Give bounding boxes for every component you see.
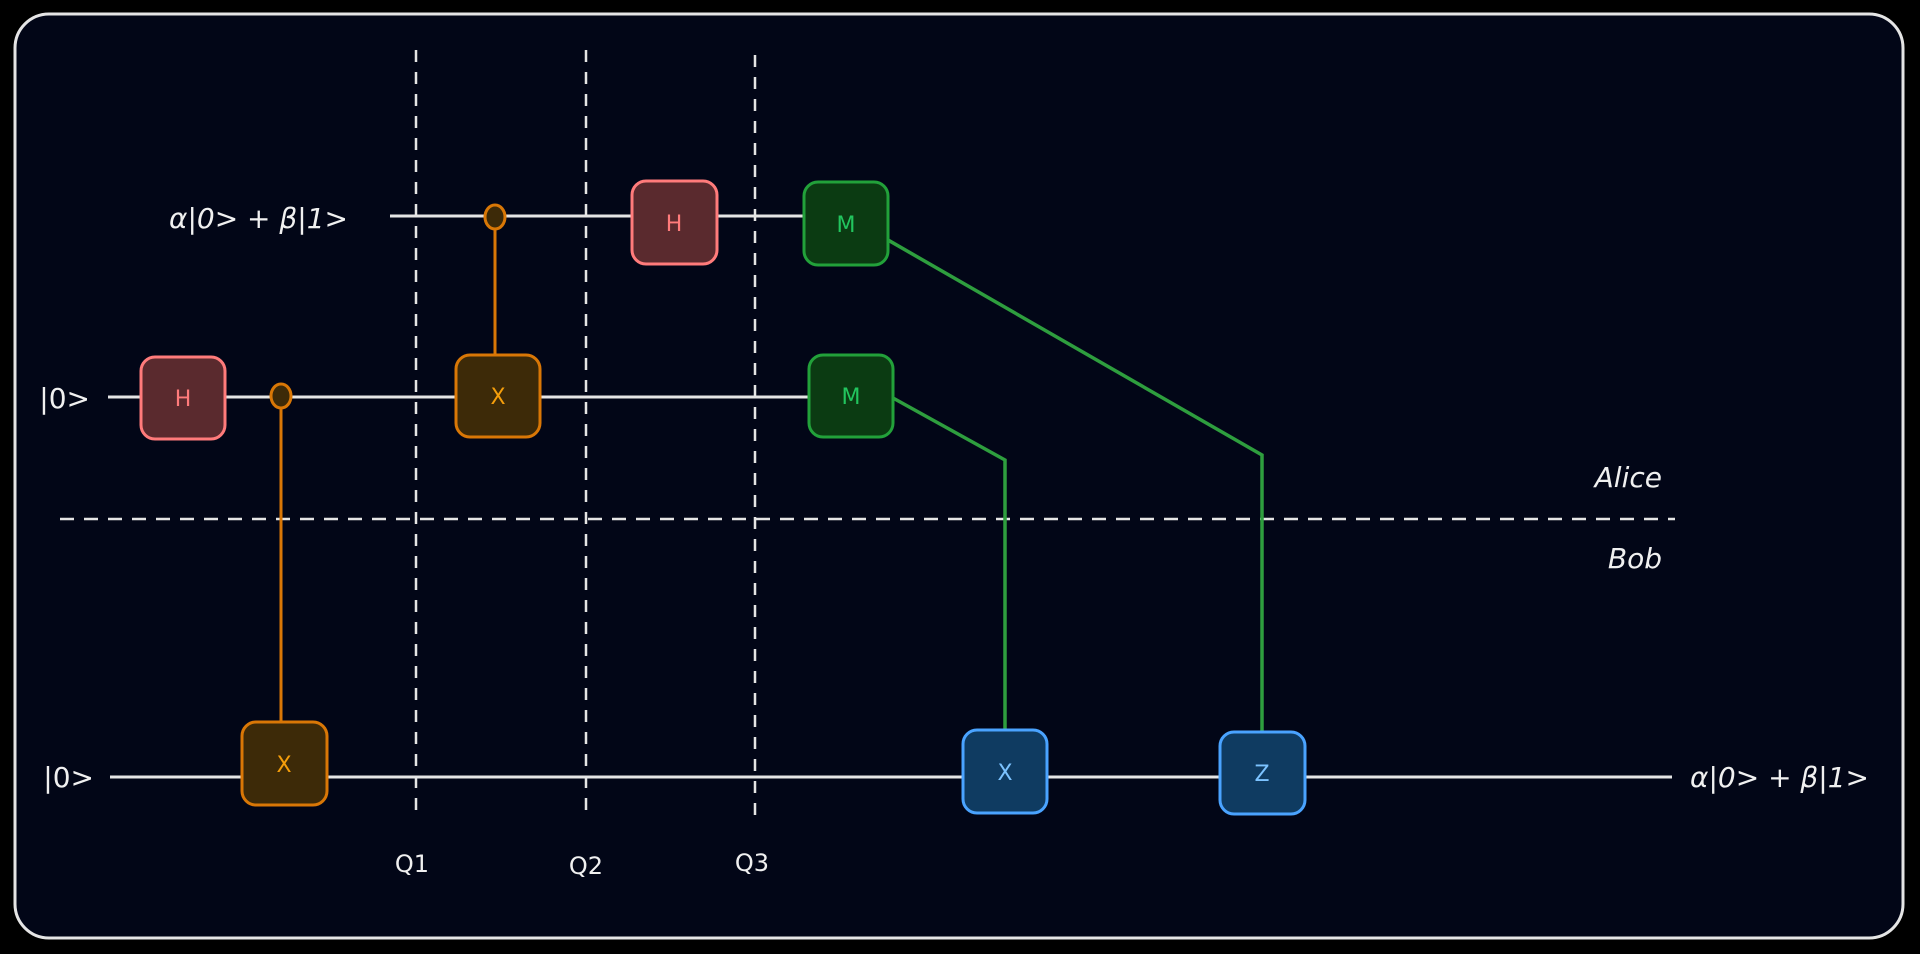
qubit-label-0: α|0> + β|1> [169, 202, 348, 235]
gate-x-q1[interactable] [454, 353, 542, 439]
qubit-label-1: |0> [39, 382, 90, 415]
qubit-label-2: |0> [43, 761, 94, 794]
gate-x-q2[interactable] [240, 720, 329, 807]
classical-wire-m0-to-z [887, 238, 1264, 735]
checkpoint-label-q3: Q3 [735, 849, 769, 877]
gate-z-bob[interactable] [1218, 730, 1307, 816]
gate-h-q0[interactable] [630, 179, 719, 266]
gate-measure-q1[interactable] [807, 353, 895, 439]
gate-h-q1[interactable] [139, 355, 227, 441]
gate-x-q1-label: X [490, 385, 505, 410]
gate-x-bob[interactable] [961, 728, 1049, 815]
control-dot-q1 [269, 382, 293, 410]
output-state-label: α|0> + β|1> [1690, 761, 1869, 794]
gate-x-q2-label: X [276, 753, 291, 778]
diagram-frame [13, 12, 1905, 940]
classical-wire-m1-to-x [892, 396, 1007, 730]
gate-measure-q1-label: M [842, 385, 861, 410]
control-dot-q0 [483, 203, 507, 231]
gate-h-q1-label: H [175, 387, 192, 412]
gate-measure-q0-label: M [837, 213, 856, 238]
checkpoint-label-q1: Q1 [395, 850, 429, 878]
party-label-alice: Alice [1593, 461, 1662, 494]
gate-z-bob-label: Z [1254, 762, 1269, 787]
gate-measure-q0[interactable] [802, 180, 890, 267]
gate-h-q0-label: H [666, 212, 683, 237]
gate-x-bob-label: X [997, 761, 1012, 786]
checkpoint-label-q2: Q2 [569, 852, 603, 880]
party-label-bob: Bob [1608, 542, 1662, 575]
